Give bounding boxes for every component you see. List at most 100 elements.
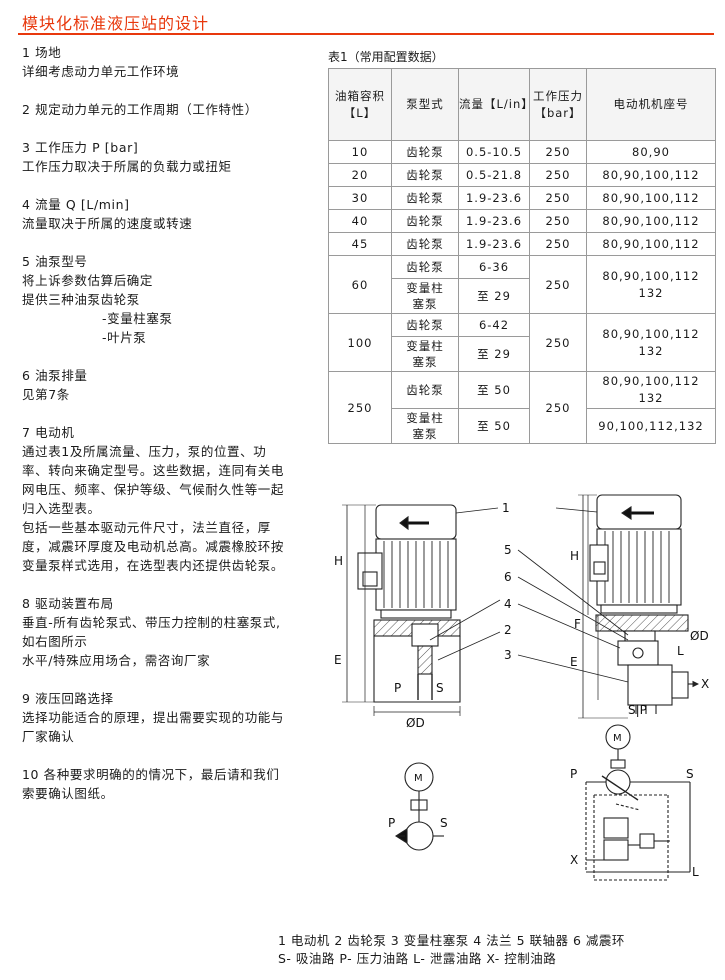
gear-pump-unit-drawing <box>342 504 501 716</box>
step-text: 垂直-所有齿轮泵式、带压力控制的柱塞泵式,如右图所示 <box>22 615 281 649</box>
table-caption: 表1（常用配置数据） <box>328 50 444 64</box>
cell: 250 <box>328 371 392 444</box>
schem-s-left: S <box>440 816 448 830</box>
cell: 6-36 <box>458 255 530 279</box>
table-row: 变量柱塞泵 至 29 <box>329 278 716 314</box>
callout-4: 4 <box>504 597 512 611</box>
callout-5: 5 <box>504 543 512 557</box>
legend-line: 1 电动机 2 齿轮泵 3 变量柱塞泵 4 法兰 5 联轴器 6 减震环 <box>278 933 625 948</box>
table-row: 40 齿轮泵 1.9-23.6 250 80,90,100,112 <box>328 209 716 233</box>
parts-legend: 1 电动机 2 齿轮泵 3 变量柱塞泵 4 法兰 5 联轴器 6 减震环 S- … <box>278 932 625 968</box>
step-text: 详细考虑动力单元工作环境 <box>22 64 180 79</box>
callout-6: 6 <box>504 570 512 584</box>
page-title: 模块化标准液压站的设计 <box>22 14 210 33</box>
step-6: 6 油泵排量 见第7条 <box>22 366 284 404</box>
table-row: 30 齿轮泵 1.9-23.6 250 80,90,100,112 <box>328 186 716 210</box>
col-header: 电动机机座号 <box>586 68 716 141</box>
cell: 齿轮泵 <box>391 140 459 164</box>
table-row: 变量柱塞泵 至 50 90,100,112,132 <box>329 408 716 444</box>
callout-1: 1 <box>502 501 510 515</box>
cell: 80,90,100,112 <box>586 186 716 210</box>
dim-e-left: E <box>334 653 342 667</box>
schem-p-left: P <box>388 816 395 830</box>
cell: 250 <box>529 209 587 233</box>
step-8: 8 驱动装置布局 垂直-所有齿轮泵式、带压力控制的柱塞泵式,如右图所示 水平/特… <box>22 594 284 670</box>
table-row: 变量柱塞泵 至 29 <box>329 336 716 372</box>
step-text: 通过表1及所属流量、压力，泵的位置、功率、转向来确定型号。这些数据，连同有关电网… <box>22 444 285 516</box>
motor-symbol-right: M <box>613 733 622 744</box>
schem-s-right: S <box>686 767 694 781</box>
dim-d-left: ØD <box>406 716 425 730</box>
schem-l-right: L <box>692 865 699 879</box>
step-text: 水平/特殊应用场合，需咨询厂家 <box>22 653 211 668</box>
callout-2: 2 <box>504 623 512 637</box>
dim-h-right: H <box>570 549 579 563</box>
legend-line: S- 吸油路 P- 压力油路 L- 泄露油路 X- 控制油路 <box>278 951 557 966</box>
step-heading: 6 油泵排量 <box>22 368 88 383</box>
step-heading: 8 驱动装置布局 <box>22 596 114 611</box>
step-5: 5 油泵型号 将上诉参数估算后确定 提供三种油泵齿轮泵 -变量柱塞泵 -叶片泵 <box>22 252 284 347</box>
cell: 变量柱塞泵 <box>391 278 459 314</box>
pump-option: -变量柱塞泵 <box>102 311 173 326</box>
step-text: 见第7条 <box>22 387 70 402</box>
table-row: 250 齿轮泵 至 50 250 80,90,100,112 132 <box>328 371 716 444</box>
cell: 1.9-23.6 <box>458 209 530 233</box>
schem-p-right: P <box>570 767 577 781</box>
cell: 90,100,112,132 <box>586 408 716 444</box>
port-s-left: S <box>436 681 444 695</box>
table-row: 20 齿轮泵 0.5-21.8 250 80,90,100,112 <box>328 163 716 187</box>
callout-3: 3 <box>504 648 512 662</box>
table-header-row: 油箱容积【L】 泵型式 流量【L/in】 工作压力【bar】 电动机机座号 <box>328 68 716 141</box>
step-heading: 7 电动机 <box>22 425 75 440</box>
port-x-right: X <box>701 677 709 691</box>
col-header: 泵型式 <box>391 68 459 141</box>
config-table: 油箱容积【L】 泵型式 流量【L/in】 工作压力【bar】 电动机机座号 10… <box>328 68 716 444</box>
step-heading: 2 规定动力单元的工作周期（工作特性） <box>22 102 258 117</box>
cell: 至 29 <box>458 336 530 372</box>
port-p-left: P <box>394 681 401 695</box>
step-heading: 4 流量 Q [L/min] <box>22 197 130 212</box>
cell: 变量柱塞泵 <box>391 336 459 372</box>
cell: 60 <box>328 255 392 314</box>
cell: 0.5-10.5 <box>458 140 530 164</box>
step-heading: 1 场地 <box>22 45 62 60</box>
pump-option: -叶片泵 <box>102 330 147 345</box>
port-l-right: L <box>677 644 684 658</box>
cell: 0.5-21.8 <box>458 163 530 187</box>
col-header: 流量【L/in】 <box>458 68 533 141</box>
step-text: 工作压力取决于所属的负载力或扭矩 <box>22 159 232 174</box>
step-heading: 3 工作压力 P [bar] <box>22 140 139 155</box>
port-sp-right: S|P <box>628 703 647 717</box>
table-row: 60 齿轮泵 6-36 250 80,90,100,112 132 <box>328 255 716 314</box>
dim-f-right: F <box>574 617 581 631</box>
cell: 80,90,100,112 132 <box>586 255 716 314</box>
step-2: 2 规定动力单元的工作周期（工作特性） <box>22 100 284 119</box>
cell: 齿轮泵 <box>391 313 459 337</box>
cell: 250 <box>529 313 587 372</box>
hydraulic-circuit-schematic <box>585 724 691 881</box>
cell: 80,90,100,112 132 <box>586 371 716 409</box>
table-row: 10 齿轮泵 0.5-10.5 250 80,90 <box>328 140 716 164</box>
cell: 1.9-23.6 <box>458 232 530 256</box>
step-text: 流量取决于所属的速度或转速 <box>22 216 193 231</box>
cell: 至 50 <box>458 371 530 409</box>
cell: 80,90 <box>586 140 716 164</box>
col-header: 油箱容积【L】 <box>328 68 392 141</box>
cell: 80,90,100,112 <box>586 232 716 256</box>
step-heading: 10 各种要求明确的的情况下，最后请和我们索要确认图纸。 <box>22 767 280 801</box>
cell: 80,90,100,112 <box>586 209 716 233</box>
step-heading: 5 油泵型号 <box>22 254 88 269</box>
dim-d-right: ØD <box>690 629 709 643</box>
cell: 40 <box>328 209 392 233</box>
step-7: 7 电动机 通过表1及所属流量、压力，泵的位置、功率、转向来确定型号。这些数据，… <box>22 423 284 575</box>
design-steps: 1 场地 详细考虑动力单元工作环境 2 规定动力单元的工作周期（工作特性） 3 … <box>22 43 284 822</box>
step-3: 3 工作压力 P [bar] 工作压力取决于所属的负载力或扭矩 <box>22 138 284 176</box>
step-text: 提供三种油泵齿轮泵 <box>22 292 140 307</box>
table-row: 100 齿轮泵 6-42 250 80,90,100,112 132 <box>328 313 716 372</box>
step-10: 10 各种要求明确的的情况下，最后请和我们索要确认图纸。 <box>22 765 284 803</box>
cell: 变量柱塞泵 <box>391 408 459 444</box>
cell: 250 <box>529 371 587 444</box>
step-text: 将上诉参数估算后确定 <box>22 273 154 288</box>
step-text: 选择功能适合的原理，提出需要实现的功能与厂家确认 <box>22 710 285 744</box>
